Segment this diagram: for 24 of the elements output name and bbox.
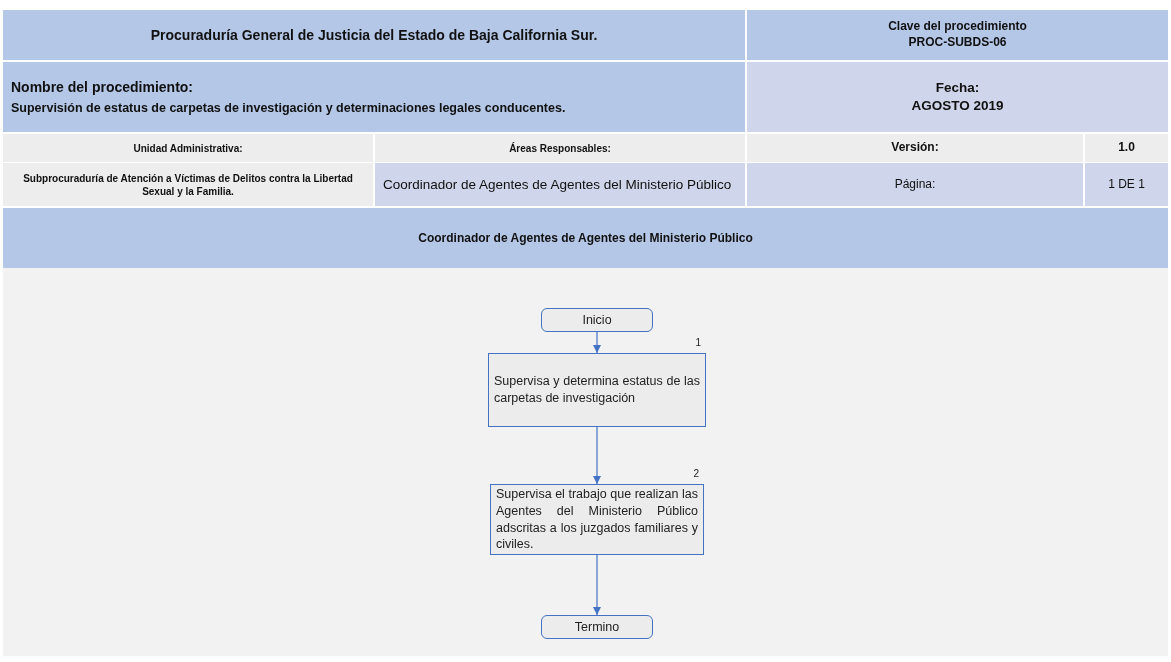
procedure-name: Supervisión de estatus de carpetas de investigación y determinaciones legales conducentes. (11, 99, 566, 117)
lane-header: Coordinador de Agentes de Agentes del Ministerio Público (3, 208, 1168, 268)
field-label: Versión: (747, 134, 1083, 162)
institution-title: Procuraduría General de Justicia del Estado de Baja California Sur. (3, 10, 745, 60)
area-name: Coordinador de Agentes de Agentes del Ministerio Público (375, 163, 745, 206)
arrow (592, 331, 602, 354)
step-number: 2 (693, 468, 699, 479)
swimlane (3, 208, 1168, 656)
field-label: Clave del procedimiento (888, 19, 1027, 35)
field-label: Página: (747, 163, 1083, 206)
field-value: PROC-SUBDS-06 (908, 35, 1007, 51)
field-value: AGOSTO 2019 (911, 97, 1004, 115)
field-label: Nombre del procedimiento: (11, 77, 194, 96)
step-number: 1 (695, 337, 701, 348)
arrow (592, 426, 602, 485)
column-header: Unidad Administrativa: (3, 134, 373, 162)
field-value: 1 DE 1 (1085, 163, 1168, 206)
unit-name: Subprocuraduría de Atención a Víctimas de Delitos contra la Libertad Sexual y la Familia. (3, 163, 373, 206)
field-label: Fecha: (935, 79, 980, 97)
terminal-box: Termino (541, 615, 653, 639)
arrow (592, 554, 602, 616)
terminal-box: Inicio (541, 308, 653, 332)
field-value: 1.0 (1085, 134, 1168, 162)
column-header: Áreas Responsables: (375, 134, 745, 162)
